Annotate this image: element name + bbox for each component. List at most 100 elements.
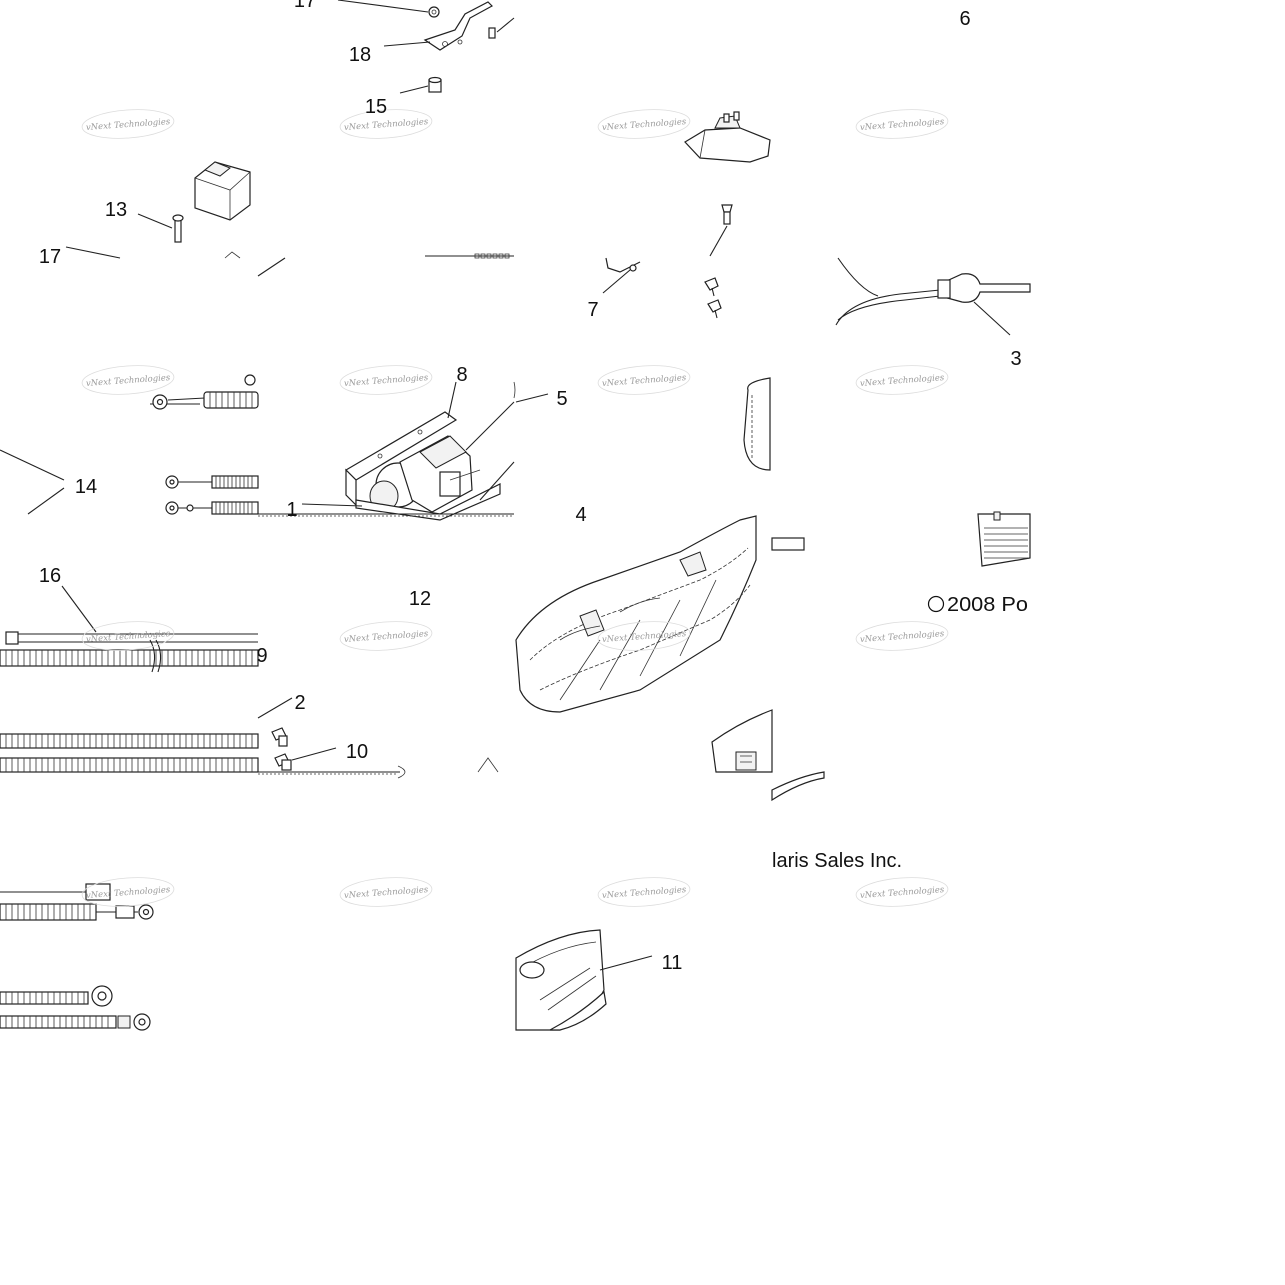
watermark-text: vNext Technologies [860, 885, 946, 901]
copyright-notice: 2008 Po laris Sales Inc. [772, 594, 1028, 872]
watermark-ghost [339, 621, 433, 651]
callout-15: 15 [365, 96, 387, 118]
callout-17: 17 [294, 0, 316, 12]
harness-lower [0, 883, 154, 921]
watermark-12: vNext Technologies [81, 877, 175, 907]
harness-left-upper [150, 394, 200, 410]
bumper-4 [515, 515, 757, 713]
watermark-ghost [597, 365, 691, 395]
watermark-ghost [855, 109, 949, 139]
watermark-ghost [597, 877, 691, 907]
emblem-plate [711, 709, 773, 773]
callout-9: 9 [256, 645, 267, 667]
watermark-8: vNext Technologies [81, 621, 175, 651]
watermark-13: vNext Technologies [339, 877, 433, 907]
copyright-circle-icon [927, 595, 945, 613]
watermark-9: vNext Technologies [339, 621, 433, 651]
tile-r0c3 [835, 257, 1031, 336]
callout-14: 14 [75, 476, 97, 498]
tile-r1c0 [0, 374, 259, 515]
callout-5: 5 [556, 388, 567, 410]
watermark-text: vNext Technologies [860, 117, 946, 133]
callout-6: 6 [959, 8, 970, 30]
watermark-text: vNext Technologies [602, 373, 688, 389]
watermark-text: vNext Technologies [344, 629, 430, 645]
callout-2: 2 [294, 692, 305, 714]
watermark-ghost [855, 877, 949, 907]
watermark-text: vNext Technologies [86, 373, 172, 389]
callout-18: 18 [349, 44, 371, 66]
watermark-11: vNext Technologies [855, 621, 949, 651]
tile-r0c0 [65, 161, 251, 410]
spacer-15 [428, 76, 442, 93]
watermark-text: vNext Technologies [344, 117, 430, 133]
tile-r3c2 [515, 929, 653, 1031]
switch-module [684, 111, 771, 163]
harness-upper-left [167, 374, 259, 409]
callout-4: 4 [575, 504, 586, 526]
callout-3: 3 [1010, 348, 1021, 370]
clip-7 [605, 257, 641, 273]
watermark-ghost [597, 109, 691, 139]
screw-pair [704, 277, 722, 319]
watermark-6: vNext Technologies [597, 365, 691, 395]
screw [721, 204, 733, 225]
bolt-13 [172, 214, 184, 243]
bolt-10 [274, 753, 292, 771]
tile-r3c0 [0, 883, 154, 1031]
emblem-11 [515, 929, 607, 1031]
watermark-ghost [81, 877, 175, 907]
callout-10: 10 [346, 741, 368, 763]
watermark-ghost [339, 877, 433, 907]
watermark-3: vNext Technologies [855, 109, 949, 139]
watermark-text: vNext Technologies [344, 373, 430, 389]
tile-r1c2 [743, 377, 805, 551]
tile-r2c3 [771, 771, 825, 802]
watermark-text: vNext Technologies [602, 885, 688, 901]
watermark-15: vNext Technologies [855, 877, 949, 907]
copyright-part-1: 2008 Po [947, 594, 1028, 616]
watermark-text: vNext Technologies [86, 117, 172, 133]
watermark-ghost [81, 621, 175, 651]
callout-7: 7 [587, 299, 598, 321]
callout-1: 1 [286, 499, 297, 521]
relay-part [194, 161, 251, 221]
tile-r1c1 [258, 381, 549, 521]
watermark-text: vNext Technologies [344, 885, 430, 901]
callout-8: 8 [456, 364, 467, 386]
watermark-text: vNext Technologies [860, 629, 946, 645]
watermark-ghost [339, 365, 433, 395]
harness-fragment [425, 253, 514, 259]
tile-r0c2 [602, 111, 771, 319]
watermark-ghost [81, 365, 175, 395]
watermark-ghost [339, 109, 433, 139]
bracket-18 [423, 1, 496, 51]
watermark-ghost [81, 109, 175, 139]
callout-11: 11 [662, 952, 683, 974]
tile-r0c1 [257, 0, 515, 277]
tile-r2c0 [0, 585, 259, 773]
watermark-5: vNext Technologies [339, 365, 433, 395]
harness-2-pair [0, 733, 259, 773]
callout-13: 13 [105, 199, 127, 221]
watermark-text: vNext Technologies [860, 373, 946, 389]
copyright-part-2: laris Sales Inc. [772, 850, 902, 872]
callout-16: 16 [39, 565, 61, 587]
winch-assembly [345, 411, 501, 521]
harness-terminals-14 [165, 475, 259, 515]
watermark-14: vNext Technologies [597, 877, 691, 907]
cable-3 [835, 257, 1031, 326]
callout-17: 17 [39, 246, 61, 268]
tile-r2c1 [257, 697, 499, 779]
tile-r2c2 [515, 515, 773, 773]
harness-terminals-bottom [0, 985, 151, 1031]
watermark-text: vNext Technologies [602, 117, 688, 133]
watermark-4: vNext Technologies [81, 365, 175, 395]
watermark-7: vNext Technologies [855, 365, 949, 395]
callout-12: 12 [409, 588, 431, 610]
tile-r1c3 [977, 511, 1031, 567]
watermark-2: vNext Technologies [597, 109, 691, 139]
watermark-ghost [855, 365, 949, 395]
